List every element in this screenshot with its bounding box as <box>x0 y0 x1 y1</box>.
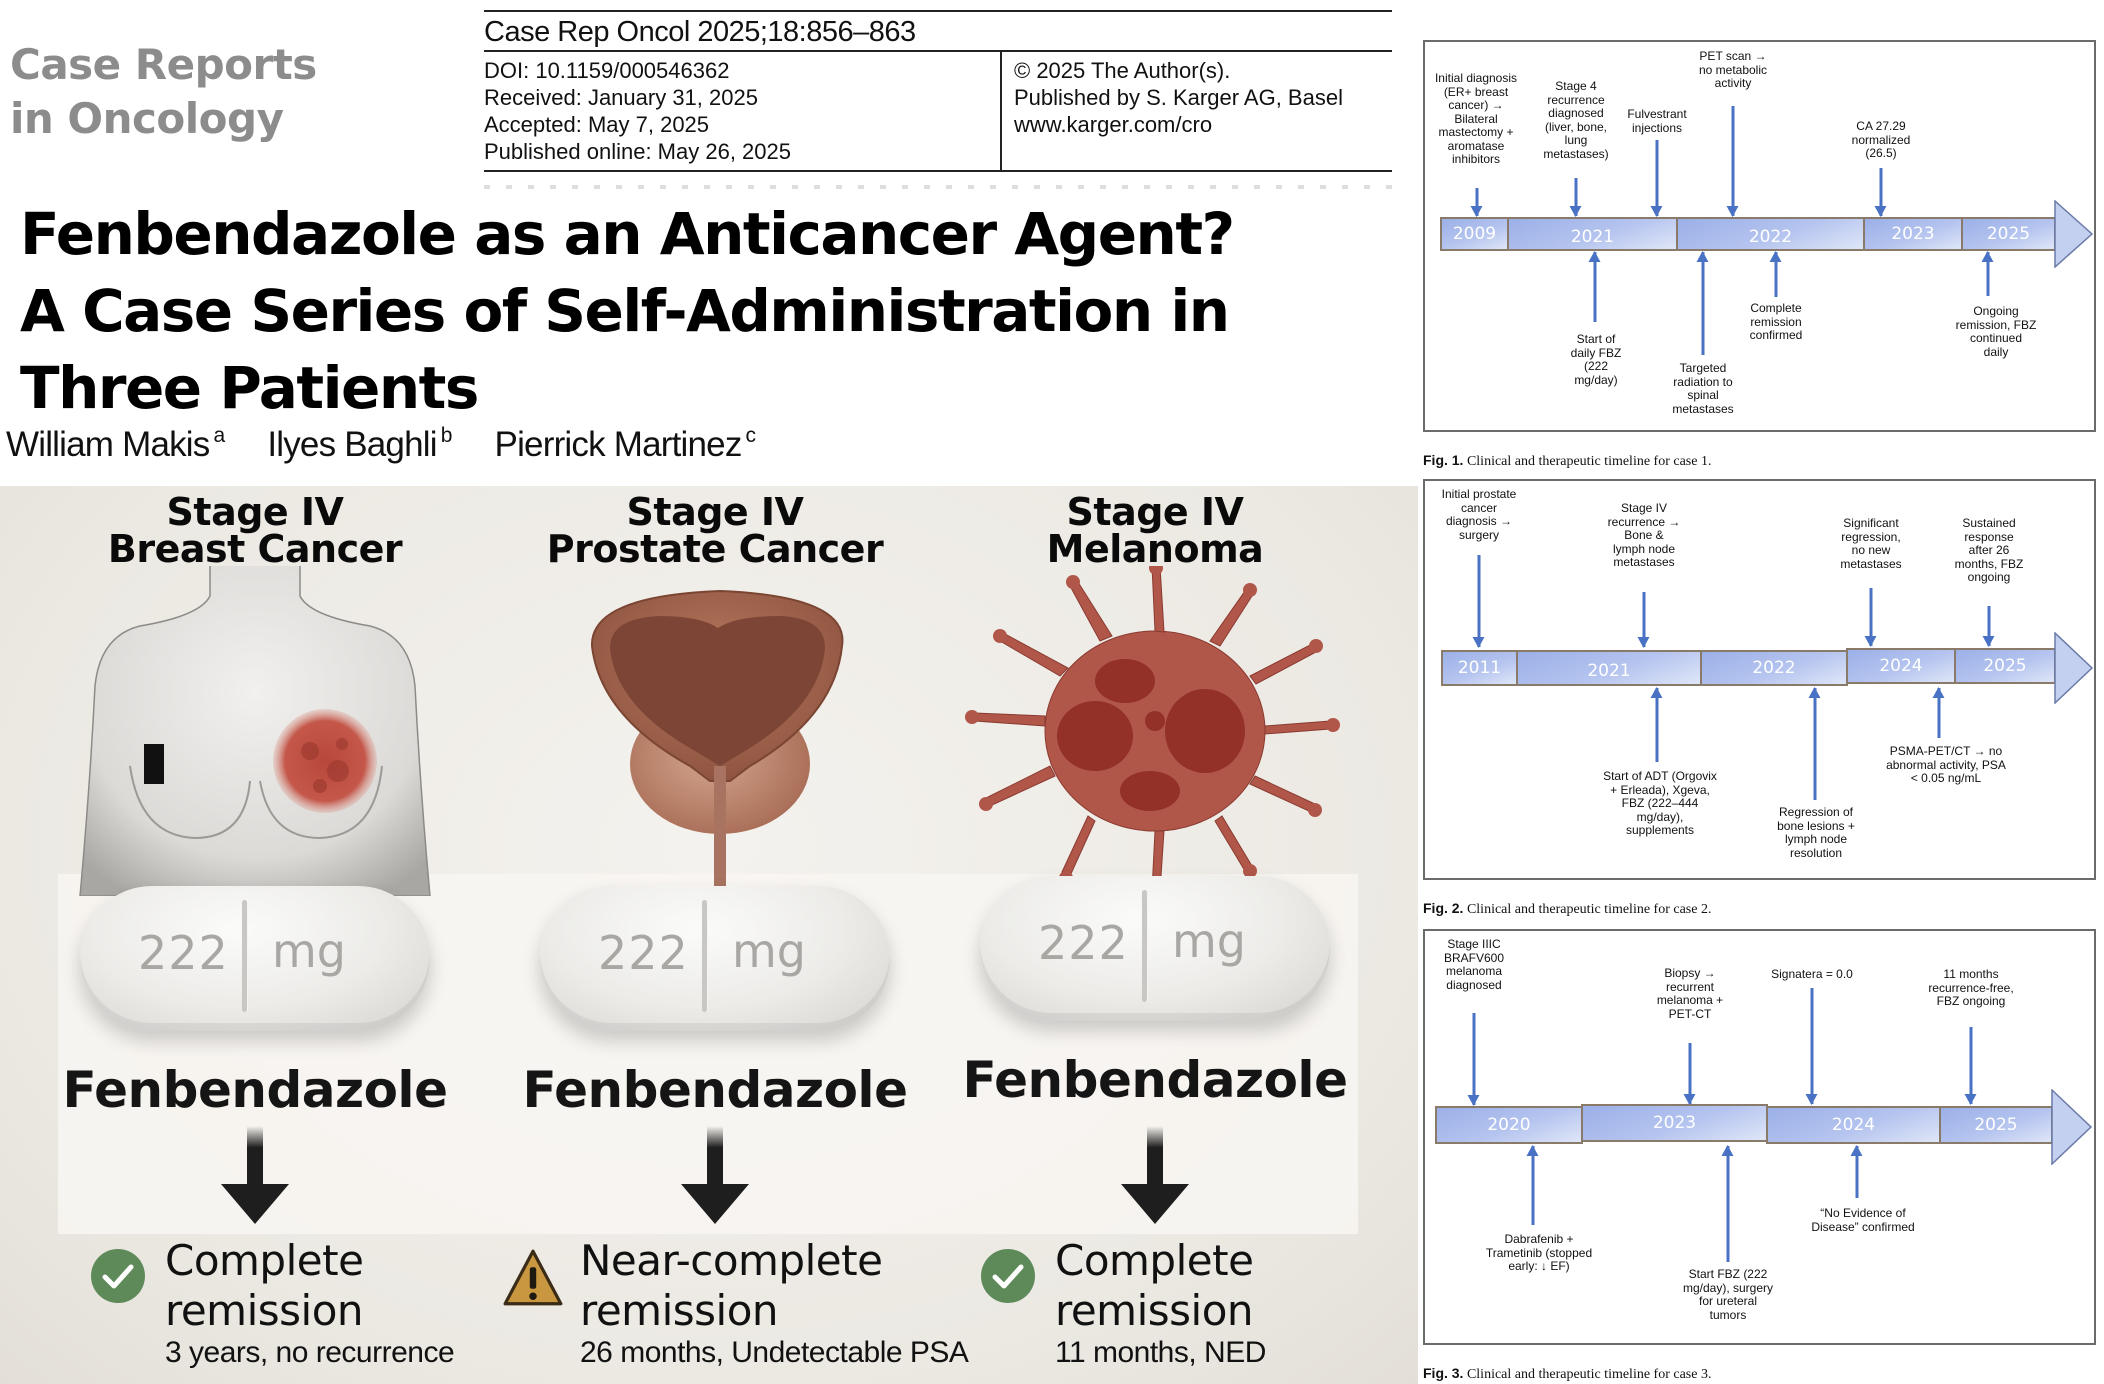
case-column-breast: Stage IV Breast Cancer 222 mg Fenbendazo… <box>20 486 490 1384</box>
outcome-line1: Complete <box>165 1236 364 1285</box>
author-name: Pierrick Martinez <box>494 425 743 464</box>
outcome-line1: Near-complete <box>580 1236 883 1285</box>
affiliation-marker: c <box>745 424 756 447</box>
censor-bar <box>144 744 164 784</box>
case-stage-heading: Stage IV Melanoma <box>920 490 1390 571</box>
outcome-detail: 3 years, no recurrence <box>165 1336 455 1369</box>
journal-logo: Case Reports in Oncology <box>10 38 317 146</box>
outcome-line2: remission <box>165 1286 364 1335</box>
received-date: Received: January 31, 2025 <box>484 85 758 110</box>
case-column-melanoma: Stage IV Melanoma 222 <box>920 486 1390 1384</box>
header-divider <box>1000 52 1002 172</box>
pill-dose: 222 <box>598 926 689 980</box>
stage-label: Stage IV <box>626 490 804 534</box>
drug-name: Fenbendazole <box>962 1051 1348 1109</box>
prostate-illustration <box>590 589 844 896</box>
drug-name: Fenbendazole <box>62 1061 448 1119</box>
article-dates: DOI: 10.1159/000546362 Received: January… <box>484 57 791 165</box>
pill-unit: mg <box>272 924 347 978</box>
header-bottom-rule <box>484 170 1392 172</box>
pill-score-line <box>702 900 707 1012</box>
pill-dose: 222 <box>1038 916 1129 970</box>
check-circle-icon <box>981 1249 1035 1303</box>
figure-3-caption: Fig. 3. Clinical and therapeutic timelin… <box>1423 1365 1711 1383</box>
check-circle-icon <box>91 1249 145 1303</box>
header-top-rule <box>484 10 1392 12</box>
pill-unit: mg <box>732 924 807 978</box>
breast-torso-illustration <box>79 566 431 896</box>
outcome-status: Complete remission <box>165 1236 364 1336</box>
caption-text: Clinical and therapeutic timeline for ca… <box>1466 902 1712 917</box>
pill-score-line <box>242 900 247 1012</box>
copyright: © 2025 The Author(s). <box>1014 58 1231 83</box>
article-header: Case Rep Oncol 2025;18:856–863 DOI: 10.1… <box>484 10 1392 174</box>
melanoma-cell-illustration <box>965 566 1340 896</box>
down-arrow-icon <box>681 1126 749 1224</box>
pill-score-line <box>1142 890 1147 1002</box>
journal-logo-line2: in Oncology <box>10 94 284 143</box>
author-name: Ilyes Baghli <box>267 425 437 464</box>
figure-2-timeline <box>1423 479 2096 880</box>
title-line-1: Fenbendazole as an Anticancer Agent? <box>20 200 1235 268</box>
journal-website-link[interactable]: www.karger.com/cro <box>1014 112 1213 137</box>
publisher-info: © 2025 The Author(s). Published by S. Ka… <box>1014 57 1343 138</box>
pill-tablet: 222 mg <box>80 886 430 1031</box>
doi[interactable]: DOI: 10.1159/000546362 <box>484 58 730 83</box>
cancer-type-label: Melanoma <box>1046 527 1264 571</box>
case-column-prostate: Stage IV Prostate Cancer 222 mg Fenbenda… <box>480 486 969 1384</box>
pill-dose: 222 <box>138 926 229 980</box>
caption-text: Clinical and therapeutic timeline for ca… <box>1466 1367 1712 1382</box>
warning-triangle-icon <box>503 1249 563 1306</box>
case-stage-heading: Stage IV Prostate Cancer <box>480 490 950 571</box>
article-title: Fenbendazole as an Anticancer Agent? A C… <box>20 196 1235 427</box>
figure-1-timeline <box>1423 40 2096 432</box>
caption-label: Fig. 3. <box>1423 1365 1464 1381</box>
header-mid-rule <box>484 50 1392 52</box>
down-arrow-icon <box>1121 1126 1189 1224</box>
figure-2-caption: Fig. 2. Clinical and therapeutic timelin… <box>1423 900 1711 918</box>
caption-text: Clinical and therapeutic timeline for ca… <box>1466 454 1712 469</box>
publisher: Published by S. Karger AG, Basel <box>1014 85 1343 110</box>
journal-logo-line1: Case Reports <box>10 40 317 89</box>
caption-label: Fig. 2. <box>1423 900 1464 916</box>
published-date: Published online: May 26, 2025 <box>484 139 791 164</box>
caption-label: Fig. 1. <box>1423 452 1464 468</box>
outcome-line2: remission <box>1055 1286 1254 1335</box>
citation: Case Rep Oncol 2025;18:856–863 <box>484 16 916 48</box>
title-line-3: Three Patients <box>20 354 479 422</box>
stage-label: Stage IV <box>166 490 344 534</box>
outcome-detail: 26 months, Undetectable PSA <box>580 1336 969 1369</box>
title-line-2: A Case Series of Self-Administration in <box>20 277 1230 345</box>
case-stage-heading: Stage IV Breast Cancer <box>20 490 490 571</box>
figure-1-caption: Fig. 1. Clinical and therapeutic timelin… <box>1423 452 1711 470</box>
drug-name: Fenbendazole <box>522 1061 908 1119</box>
figure-3-timeline <box>1423 929 2096 1345</box>
down-arrow-icon <box>221 1126 289 1224</box>
outcome-status: Complete remission <box>1055 1236 1254 1336</box>
outcome-line1: Complete <box>1055 1236 1254 1285</box>
pill-unit: mg <box>1172 914 1247 968</box>
cancer-type-label: Breast Cancer <box>107 527 403 571</box>
stage-label: Stage IV <box>1066 490 1244 534</box>
accepted-date: Accepted: May 7, 2025 <box>484 112 710 137</box>
pill-tablet: 222 mg <box>980 876 1330 1021</box>
pill-tablet: 222 mg <box>540 886 890 1031</box>
case-summary-infographic: Stage IV Breast Cancer 222 mg Fenbendazo… <box>0 486 1418 1384</box>
affiliation-marker: b <box>440 424 453 447</box>
outcome-detail: 11 months, NED <box>1055 1336 1266 1369</box>
outcome-status: Near-complete remission <box>580 1236 883 1336</box>
affiliation-marker: a <box>213 424 225 447</box>
author-name: William Makis <box>6 425 210 464</box>
cancer-type-label: Prostate Cancer <box>546 527 884 571</box>
truncated-license-line <box>484 185 1392 189</box>
outcome-line2: remission <box>580 1286 779 1335</box>
